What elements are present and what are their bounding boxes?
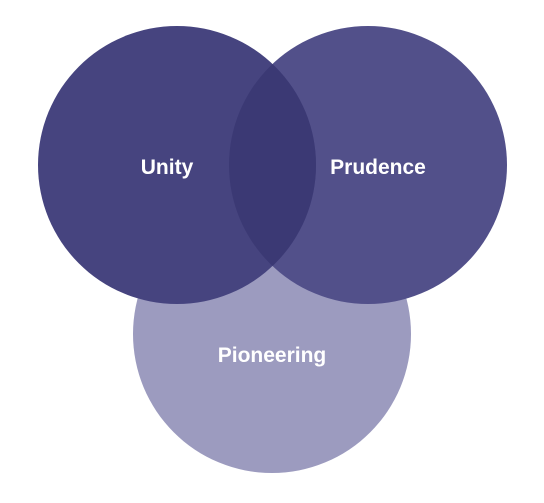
circle-unity: [38, 26, 316, 304]
label-unity: Unity: [141, 156, 194, 179]
label-prudence: Prudence: [330, 156, 426, 179]
circle-prudence: [229, 26, 507, 304]
label-pioneering: Pioneering: [218, 344, 327, 367]
